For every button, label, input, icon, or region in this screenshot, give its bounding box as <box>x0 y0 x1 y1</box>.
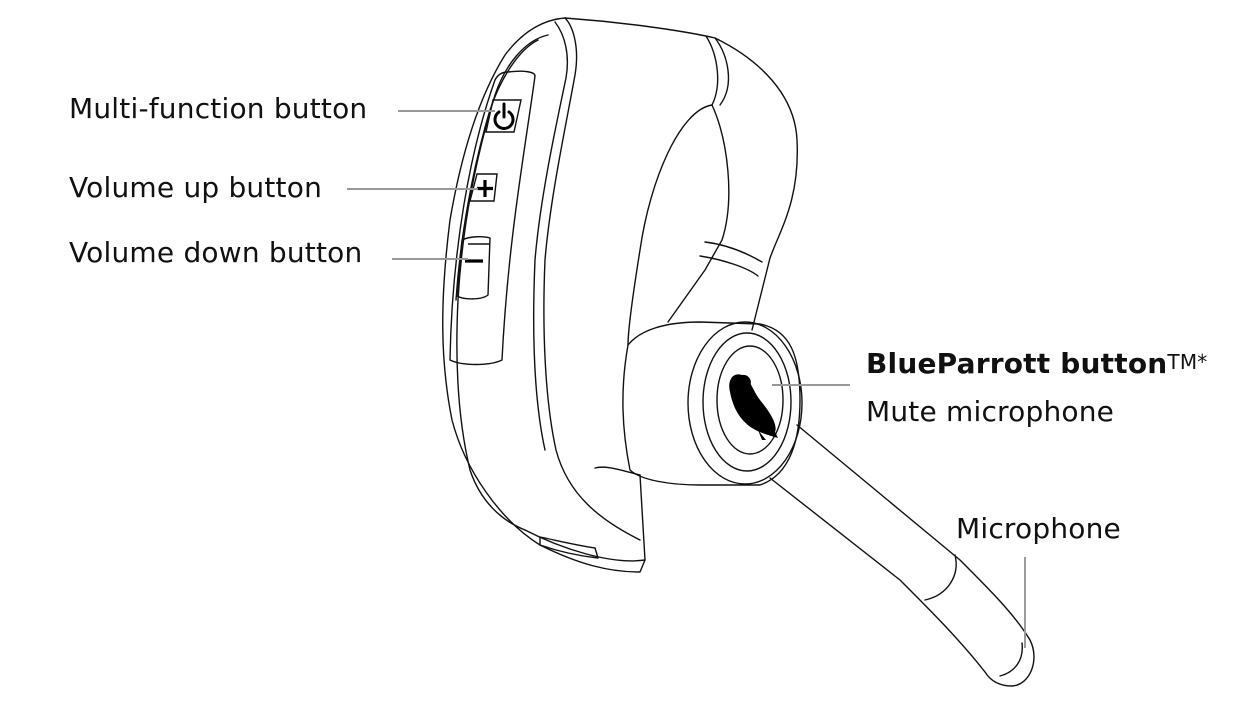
button-ring-outer <box>687 321 803 485</box>
microphone-boom <box>769 424 1035 687</box>
parrot-icon <box>729 374 778 440</box>
power-icon <box>493 102 515 130</box>
label-multi-function-button: Multi-function button <box>69 92 368 125</box>
button-icons <box>468 99 522 245</box>
pivot-housing <box>622 321 801 486</box>
earhook-outline <box>564 17 798 331</box>
leader-lines <box>347 110 1026 648</box>
trademark-mark: TM* <box>1167 350 1208 374</box>
label-volume-down-button: Volume down button <box>69 236 363 269</box>
label-blueparrott-button: BlueParrott buttonTM* <box>866 348 1208 380</box>
label-mute-microphone: Mute microphone <box>866 395 1115 428</box>
button-panel <box>449 70 536 366</box>
body-outline <box>442 17 646 573</box>
plus-icon <box>477 180 493 197</box>
label-microphone: Microphone <box>956 512 1121 545</box>
label-volume-up-button: Volume up button <box>69 171 323 204</box>
blueparrott-button-title: BlueParrott button <box>866 347 1168 380</box>
